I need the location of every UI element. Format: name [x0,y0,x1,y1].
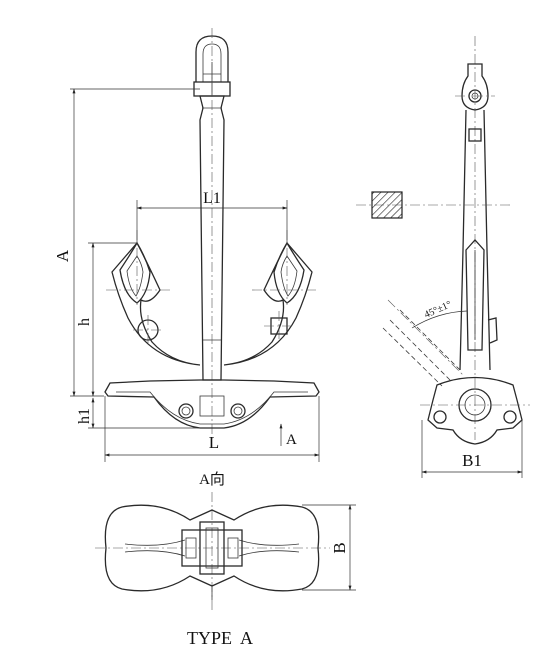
a-view: A向 B [95,471,356,610]
label-A-view: A向 [199,471,225,488]
label-h1: h1 [76,408,93,424]
label-B: B [330,542,349,553]
side-view: 45°±1° B1 [356,36,530,478]
label-L: L [209,433,219,452]
dim-A [70,88,200,397]
label-angle: 45°±1° [423,299,454,321]
label-A: A [53,249,72,262]
dim-h [88,242,137,397]
label-B1: B1 [462,451,482,470]
side-shank [459,109,491,371]
front-view: A h h1 L1 L A [53,28,320,462]
dim-B1 [421,420,523,478]
shank-eye [455,63,495,111]
caption: TYPE A [187,628,253,648]
label-h: h [76,318,93,326]
side-crown [420,376,530,445]
right-arm [223,230,318,366]
section-rect [356,191,510,219]
label-A-arrow: A [286,432,297,448]
label-L1: L1 [203,190,221,207]
crown-plan [104,504,320,600]
left-arm [106,230,201,366]
dim-B [302,504,356,591]
swing-arm [382,299,498,387]
dim-L1 [136,200,288,243]
dim-L [104,396,320,462]
dim-h1 [88,397,200,429]
crown [104,379,320,429]
